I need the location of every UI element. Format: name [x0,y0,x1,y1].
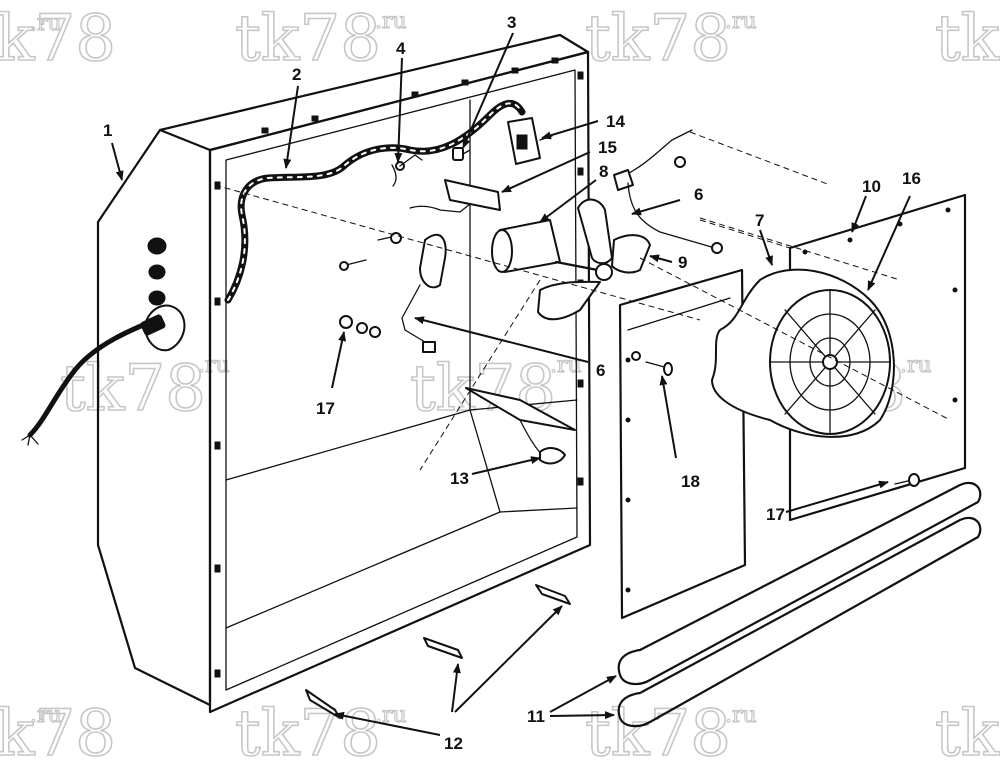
watermark-suffix: .ru [30,703,62,728]
fan-blade [577,198,613,265]
callout-11: 11 [527,707,545,726]
center-panel [618,268,747,620]
housing-back-corner [469,99,501,513]
wiring-harness [21,99,526,446]
watermark-brand: tk78 [935,2,1000,76]
callout-labels: 1 2 3 4 14 15 8 6 9 6 7 10 16 17 18 13 1… [103,13,921,753]
clip [423,637,463,659]
callout-6-upper: 6 [694,185,703,204]
motor-end-cap [491,229,513,273]
callout-1: 1 [103,121,112,140]
callout-4: 4 [396,39,406,58]
retaining-clips [305,584,571,719]
washer [356,322,368,334]
washer [631,351,641,361]
power-cord [27,315,163,438]
watermark-brand: tk78 [585,697,731,762]
baffle-plate [465,387,576,431]
watermark-brand: tk78 [235,697,381,762]
watermark-suffix: .ru [198,353,230,378]
nut [339,315,353,329]
watermark-suffix: .ru [725,703,757,728]
fan-hub [595,263,613,281]
callout-16: 16 [902,169,921,188]
assembly-axes [214,131,951,471]
callout-12: 12 [444,734,463,753]
callout-14: 14 [606,112,625,131]
fan-blade [537,280,601,321]
watermark-suffix: .ru [30,11,62,36]
side-knockouts [147,237,167,306]
baffle-assembly [465,387,576,465]
panel-holes [625,357,631,593]
watermark-brand: tk78 [585,2,731,76]
wire-lead [391,164,397,187]
support-legs [617,481,982,728]
fan-blade [611,234,651,274]
switch-assembly [391,117,553,213]
divider-panel [618,268,747,620]
watermark-brand: tk78 [0,2,116,76]
housing-frame-inner [225,69,578,691]
callout-13: 13 [450,469,469,488]
support-leg [617,481,982,686]
watermark-brand: tk78 [235,2,381,76]
watermark-suffix: .ru [900,353,932,378]
leader-lines [111,32,911,736]
watermark-brand: tk78 [935,697,1000,762]
washer [369,326,381,338]
watermark-suffix: .ru [725,9,757,34]
callout-9: 9 [678,253,687,272]
callout-7: 7 [755,211,764,230]
guard-center-hub [822,354,838,370]
housing-bottom-line [225,507,578,629]
support-leg [617,516,982,728]
spring-clip [539,447,566,465]
fan-motor-assembly [339,129,723,353]
housing-cabinet [96,33,592,714]
callout-18: 18 [681,472,700,491]
mounting-bracket [444,179,501,211]
callout-3: 3 [507,13,516,32]
watermark-suffix: .ru [375,9,407,34]
callout-17-right: 17 [766,505,785,524]
callout-6-lower: 6 [596,361,605,380]
watermark-brand: tk78 [0,697,116,762]
clip [535,584,571,605]
plug-connector [452,147,464,161]
motor-mount-lower [419,233,447,289]
callout-15: 15 [598,138,617,157]
callout-10: 10 [862,177,881,196]
callout-8: 8 [599,162,608,181]
callout-2: 2 [292,65,301,84]
fan-shroud-assembly [711,268,895,438]
callout-17-left: 17 [316,399,335,418]
